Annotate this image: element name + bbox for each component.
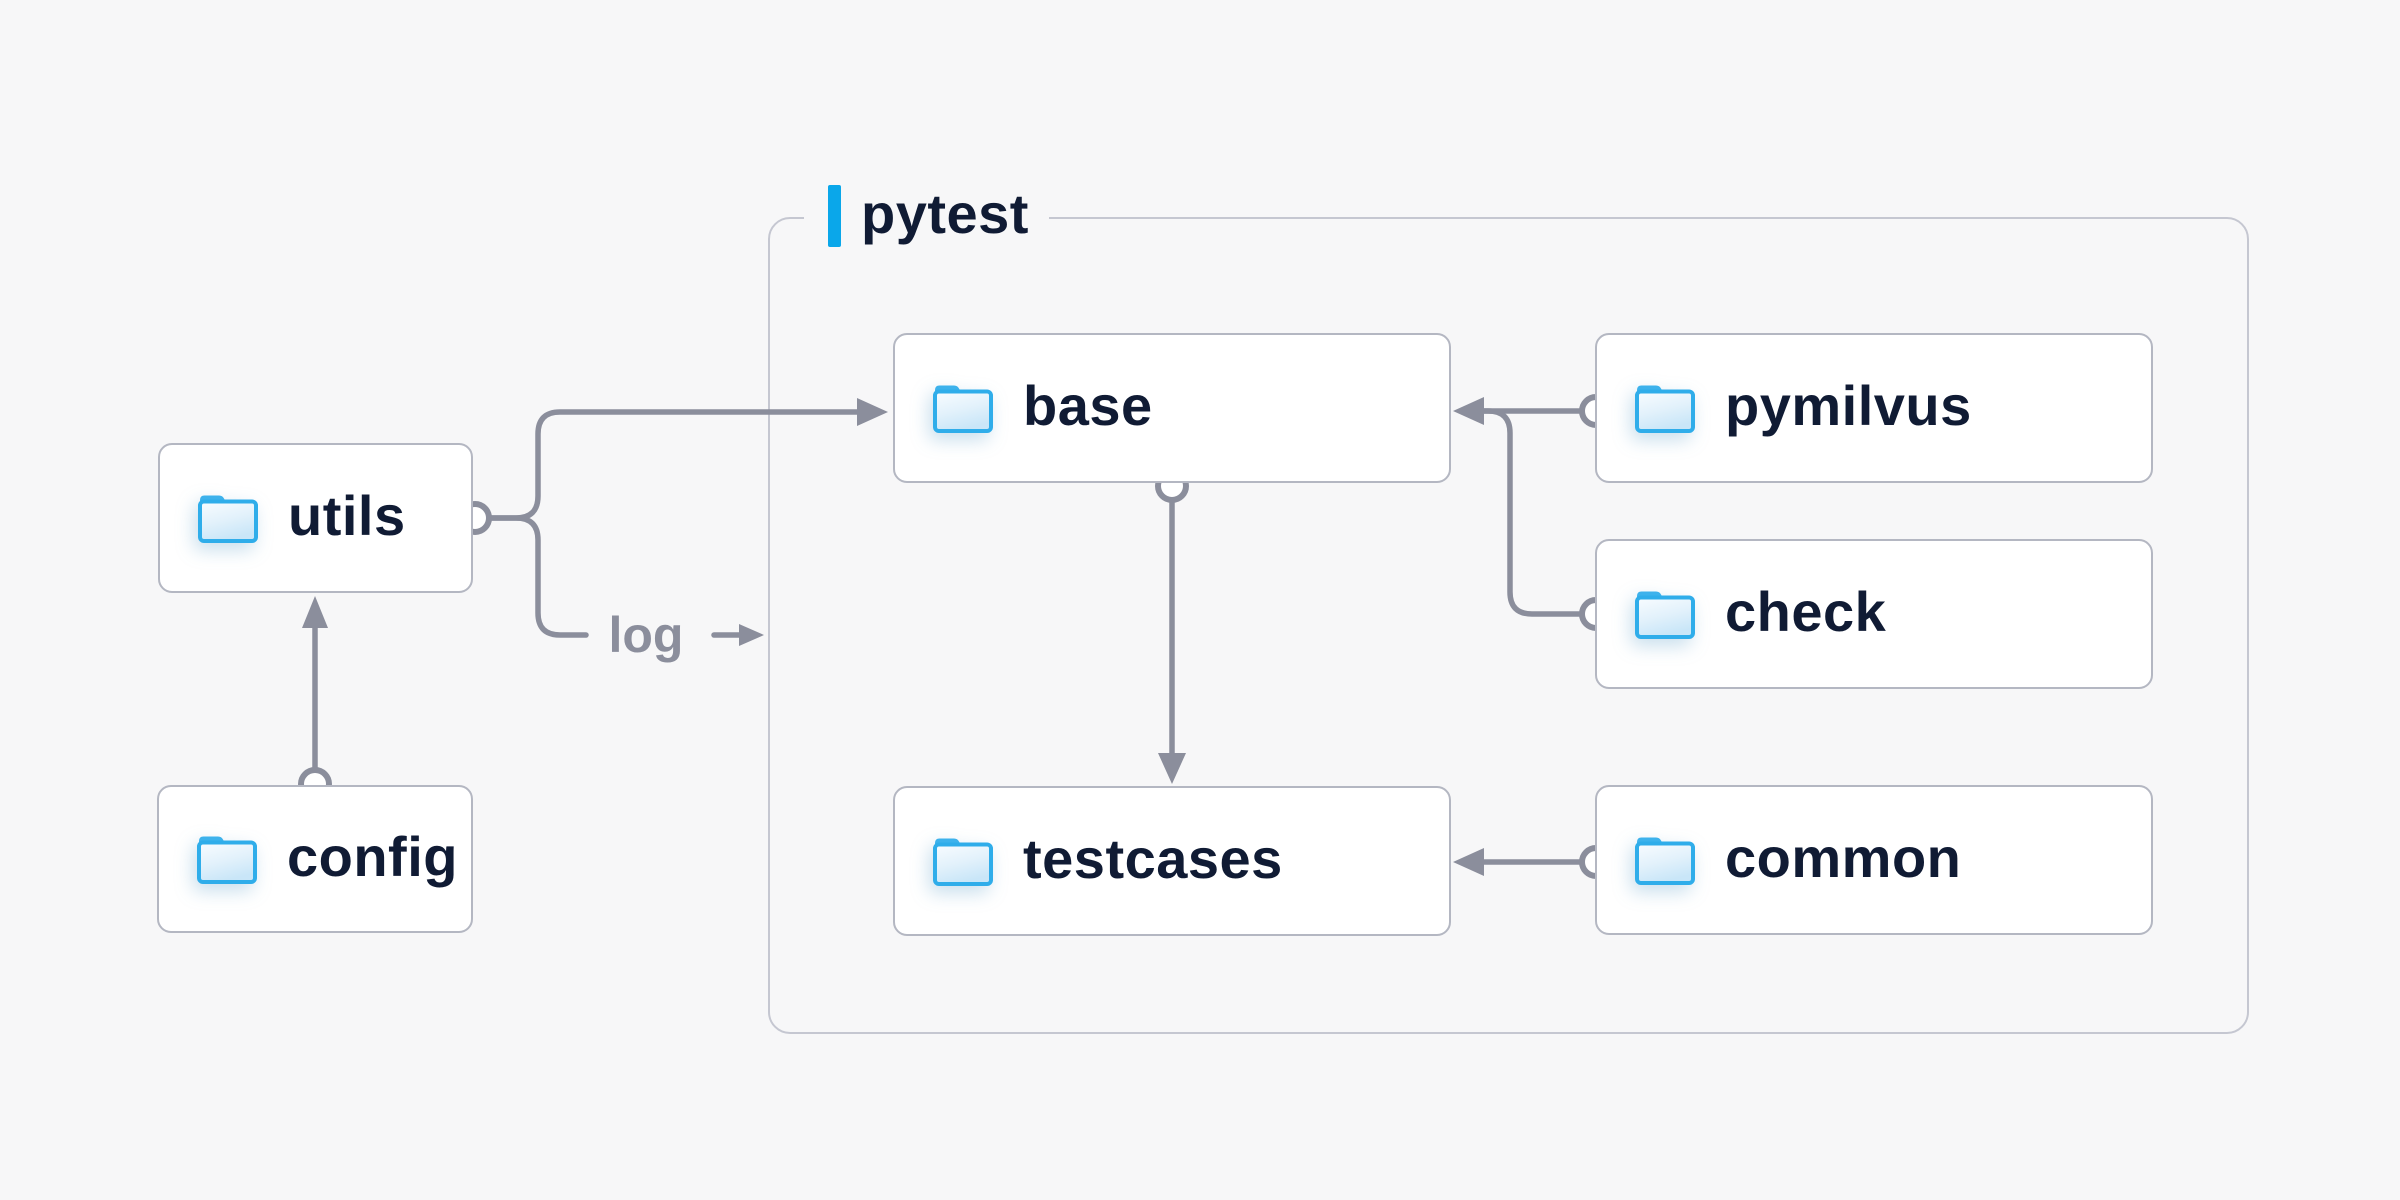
- node-label: pymilvus: [1725, 374, 1972, 437]
- folder-icon: [931, 834, 995, 888]
- edge-config-utils: [302, 596, 328, 773]
- log-edge-label: log: [608, 607, 684, 663]
- node-config: config: [157, 785, 473, 933]
- pytest-group-container: [768, 217, 2249, 1034]
- folder-icon: [1633, 833, 1697, 887]
- folder-icon: [1633, 381, 1697, 435]
- node-label: utils: [288, 484, 406, 547]
- node-label: common: [1725, 826, 1962, 889]
- node-base: base: [893, 333, 1451, 483]
- node-check: check: [1595, 539, 2153, 689]
- pytest-group-label: pytest: [804, 184, 1049, 248]
- folder-icon: [195, 832, 259, 886]
- node-common: common: [1595, 785, 2153, 935]
- node-label: check: [1725, 580, 1887, 643]
- node-pymilvus: pymilvus: [1595, 333, 2153, 483]
- accent-bar: [828, 185, 841, 247]
- node-testcases: testcases: [893, 786, 1451, 936]
- folder-icon: [931, 381, 995, 435]
- node-label: testcases: [1023, 827, 1283, 890]
- folder-icon: [1633, 587, 1697, 641]
- node-utils: utils: [158, 443, 473, 593]
- node-label: config: [287, 825, 458, 888]
- pytest-group-title: pytest: [861, 182, 1029, 245]
- node-label: base: [1023, 374, 1153, 437]
- folder-icon: [196, 491, 260, 545]
